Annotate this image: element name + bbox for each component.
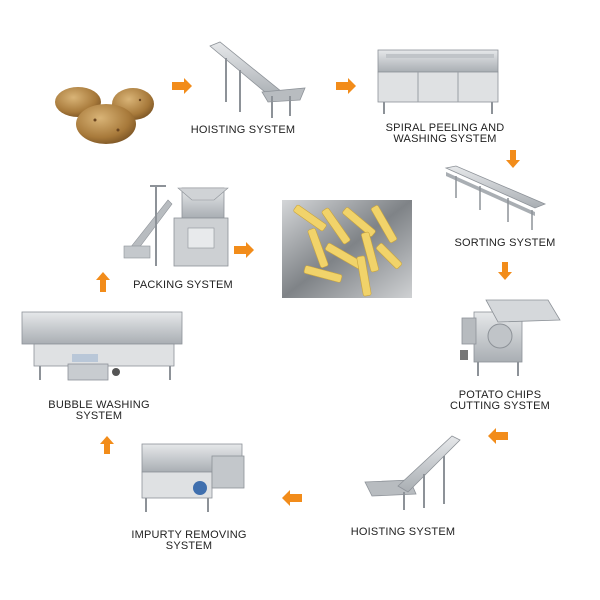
arrow-icon xyxy=(498,262,512,280)
step-label-cutting: POTATO CHIPS CUTTING SYSTEM xyxy=(450,389,550,412)
step-label-hoisting-2: HOISTING SYSTEM xyxy=(350,526,456,538)
sorting-conveyor-machine xyxy=(444,165,547,230)
step-label-hoisting-1: HOISTING SYSTEM xyxy=(190,124,296,136)
impurity-removing-machine xyxy=(141,443,245,512)
bubble-washing-machine xyxy=(21,311,183,381)
french-fries-bag-image xyxy=(282,200,412,298)
spiral-peeling-machine xyxy=(377,49,499,114)
arrow-icon xyxy=(100,436,114,454)
flow-arrows xyxy=(96,78,520,506)
hoisting-system-1-machine xyxy=(209,41,306,118)
potatoes-image xyxy=(55,87,154,144)
packing-machine xyxy=(123,185,229,267)
arrow-icon xyxy=(282,490,302,506)
step-label-impurity: IMPURTY REMOVING SYSTEM xyxy=(131,529,247,552)
arrow-icon xyxy=(488,428,508,444)
arrow-icon xyxy=(506,150,520,168)
step-label-spiral-peeling: SPIRAL PEELING AND WASHING SYSTEM xyxy=(385,122,505,145)
arrow-icon xyxy=(234,242,254,258)
hoisting-system-2-machine xyxy=(364,435,461,510)
arrow-icon xyxy=(172,78,192,94)
step-label-packing: PACKING SYSTEM xyxy=(133,279,233,291)
arrow-icon xyxy=(96,272,110,292)
step-label-sorting: SORTING SYSTEM xyxy=(454,237,556,249)
step-label-bubble: BUBBLE WASHING SYSTEM xyxy=(48,399,150,422)
arrow-icon xyxy=(336,78,356,94)
cutting-machine xyxy=(460,299,561,376)
